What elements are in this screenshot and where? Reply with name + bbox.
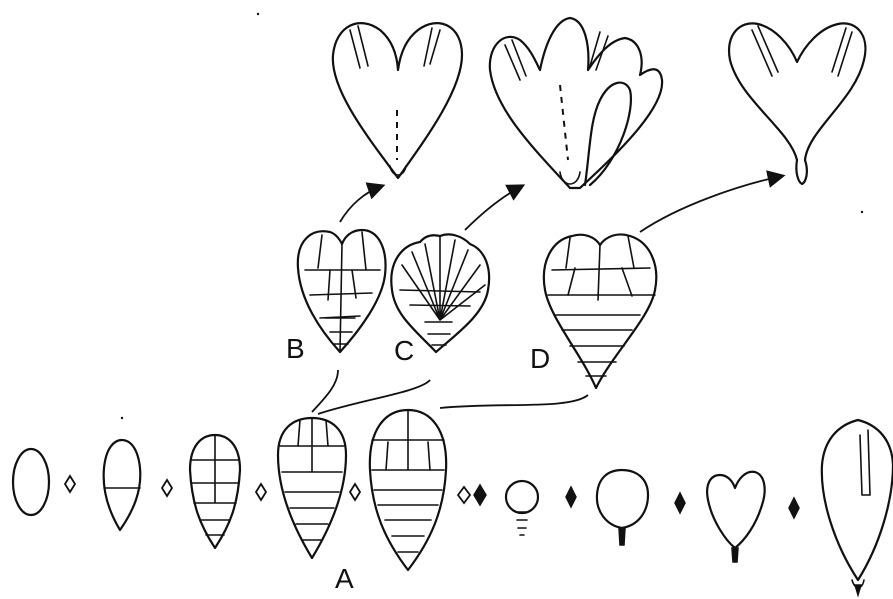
mature-form-b [333,23,462,178]
sequence-arrow-2 [162,480,172,496]
sequence-arrow-1 [65,476,75,492]
stage-9-torpedo [822,420,893,595]
stage-7-transition [597,470,648,545]
label-c: C [394,335,414,366]
sequence-arrow-6 [474,485,486,505]
sequence-arrow-7 [566,487,576,507]
stage-1-zygote [13,449,49,515]
stage-6-globular [506,481,538,535]
stage-3 [190,435,240,548]
link-a-to-b [312,370,338,412]
scan-dot [121,417,123,419]
arrow-b-to-top [340,186,382,222]
embryo-b [298,230,386,352]
scan-dot [257,13,259,15]
mature-form-d [729,23,865,184]
arrow-d-to-top [640,176,782,232]
embryo-d [544,234,656,388]
sequence-arrow-8 [675,493,685,513]
label-a: A [335,563,354,594]
sequence-arrow-9 [789,498,799,518]
link-a-to-d [440,395,588,408]
stage-4 [278,418,346,558]
label-d: D [530,343,550,374]
stage-2 [104,440,141,530]
stage-8-heart [707,472,764,562]
scan-dot [861,211,863,213]
label-b: B [286,333,305,364]
sequence-arrow-5 [458,487,470,503]
mature-form-c [490,18,662,188]
sequence-arrow-4 [350,484,360,500]
sequence-arrow-3 [256,484,266,500]
stage-5 [370,410,446,570]
arrow-c-to-top [465,186,522,230]
